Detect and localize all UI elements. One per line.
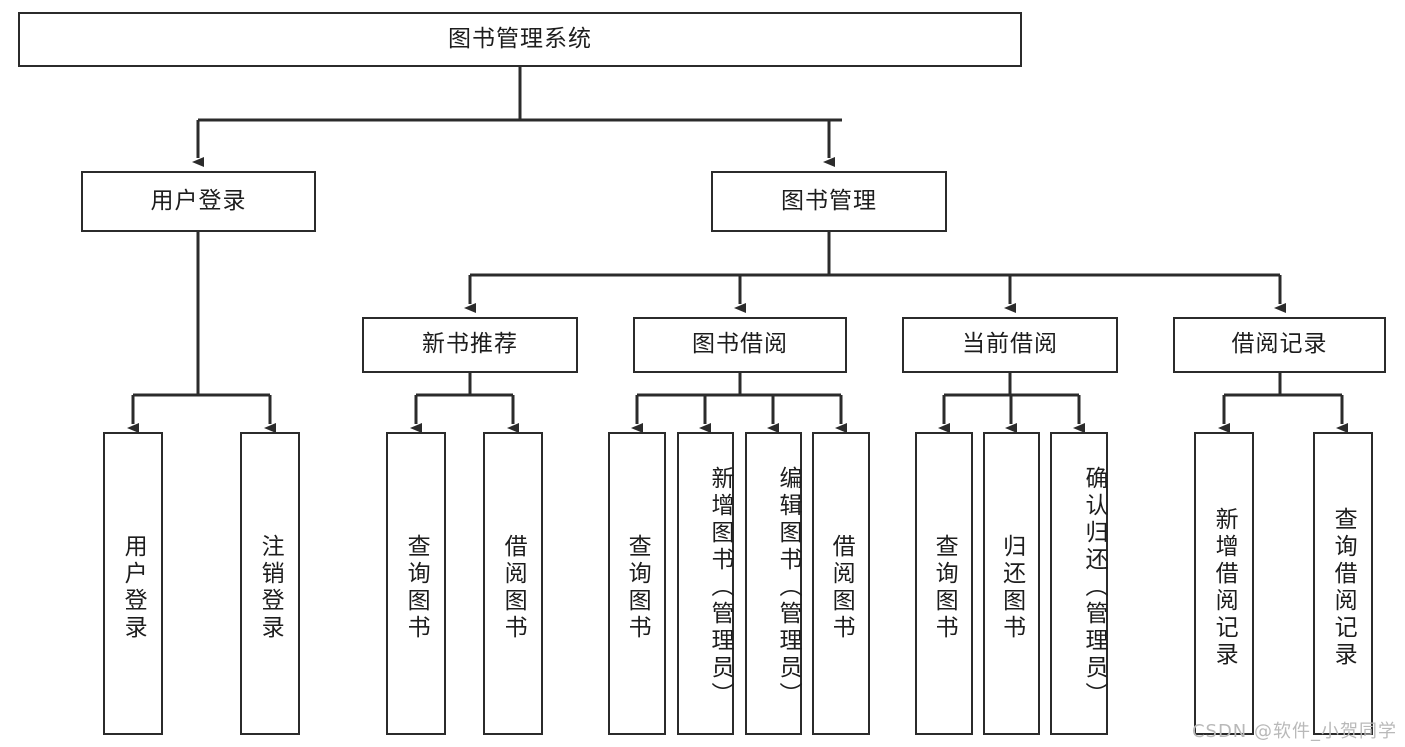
node-borrow-record[interactable]: 借阅记录: [1173, 317, 1386, 373]
leaf-query-record-label: 查询借阅记录: [1330, 506, 1357, 669]
leaf-query-book-2[interactable]: 查询图书: [608, 432, 666, 735]
leaf-query-book-3-label: 查询图书: [931, 533, 958, 642]
node-user-login-label: 用户登录: [150, 187, 247, 214]
leaf-query-book-2-label: 查询图书: [624, 533, 651, 642]
leaf-edit-book-label: 编辑图书（管理员）: [775, 466, 801, 709]
leaf-borrow-book-2[interactable]: 借阅图书: [812, 432, 870, 735]
leaf-confirm-return-label: 确认归还（管理员）: [1081, 466, 1107, 709]
node-book-borrow-label: 图书借阅: [692, 331, 788, 358]
watermark: CSDN @软件_小贺同学: [1191, 721, 1397, 742]
node-user-login[interactable]: 用户登录: [81, 171, 316, 232]
leaf-user-login-label: 用户登录: [120, 533, 147, 642]
node-borrow-record-label: 借阅记录: [1231, 331, 1328, 358]
leaf-add-book-label: 新增图书（管理员）: [707, 466, 733, 709]
leaf-confirm-return[interactable]: 确认归还（管理员）: [1050, 432, 1108, 735]
leaf-query-book-3[interactable]: 查询图书: [915, 432, 973, 735]
node-current-borrow[interactable]: 当前借阅: [902, 317, 1118, 373]
leaf-user-logout[interactable]: 注销登录: [240, 432, 300, 735]
leaf-query-book-1[interactable]: 查询图书: [386, 432, 446, 735]
leaf-return-book[interactable]: 归还图书: [983, 432, 1040, 735]
node-new-book-recommend-label: 新书推荐: [422, 331, 518, 358]
leaf-borrow-book-2-label: 借阅图书: [828, 533, 855, 642]
leaf-add-record[interactable]: 新增借阅记录: [1194, 432, 1254, 735]
node-new-book-recommend[interactable]: 新书推荐: [362, 317, 578, 373]
leaf-borrow-book-1-label: 借阅图书: [500, 533, 527, 642]
leaf-user-login[interactable]: 用户登录: [103, 432, 163, 735]
leaf-add-book[interactable]: 新增图书（管理员）: [677, 432, 734, 735]
node-root[interactable]: 图书管理系统: [18, 12, 1022, 67]
leaf-edit-book[interactable]: 编辑图书（管理员）: [745, 432, 802, 735]
node-book-manage[interactable]: 图书管理: [711, 171, 947, 232]
leaf-query-record[interactable]: 查询借阅记录: [1313, 432, 1373, 735]
leaf-borrow-book-1[interactable]: 借阅图书: [483, 432, 543, 735]
node-book-manage-label: 图书管理: [781, 187, 877, 214]
leaf-query-book-1-label: 查询图书: [403, 533, 430, 642]
leaf-return-book-label: 归还图书: [998, 533, 1025, 642]
node-current-borrow-label: 当前借阅: [962, 331, 1058, 358]
node-root-label: 图书管理系统: [448, 25, 592, 52]
leaf-user-logout-label: 注销登录: [257, 533, 284, 642]
node-book-borrow[interactable]: 图书借阅: [633, 317, 847, 373]
leaf-add-record-label: 新增借阅记录: [1211, 506, 1238, 669]
